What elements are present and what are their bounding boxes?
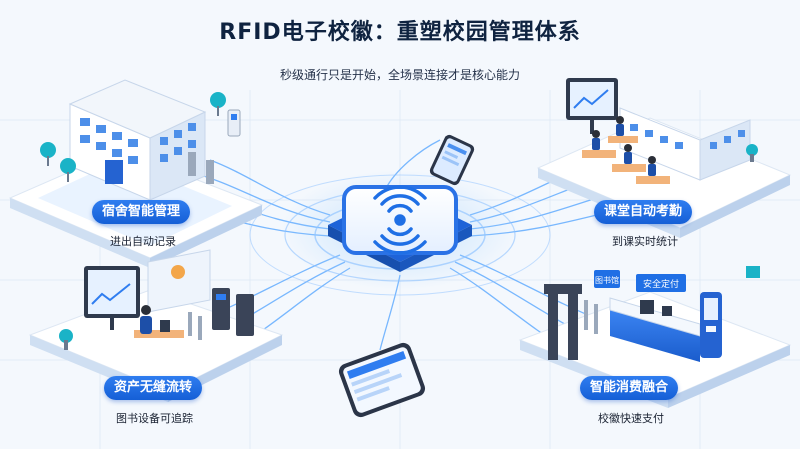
smartphone-top [429,134,475,186]
page-title: RFID电子校徽：重塑校园管理体系 [219,20,581,45]
module-payment-label[interactable]: 智能消费融合 [580,376,679,400]
page-subtitle: 秒级通行只是开始，全场景连接才是核心能力 [279,68,520,82]
smartphone-icon [429,134,475,186]
smartphone-icon [338,342,426,418]
security-sign-text: 安全定付 [643,278,679,290]
rfid-wave-icon [373,185,427,255]
module-attendance-label[interactable]: 课堂自动考勤 [594,200,693,224]
rfid-hub[interactable] [328,185,472,272]
library-sign: 图书馆 [594,270,620,288]
library-sign-text: 图书馆 [595,275,619,285]
module-payment-caption: 校徽快速支付 [598,412,664,425]
module-assets-label[interactable]: 资产无缝流转 [104,376,203,400]
module-dorm-label[interactable]: 宿舍智能管理 [92,200,191,224]
module-attendance-caption: 到课实时统计 [612,235,678,248]
module-dorm-caption: 进出自动记录 [110,235,176,248]
security-sign: 安全定付 [636,274,686,292]
smartphone-bottom [338,342,426,418]
module-assets-caption: 图书设备可追踪 [116,412,193,425]
